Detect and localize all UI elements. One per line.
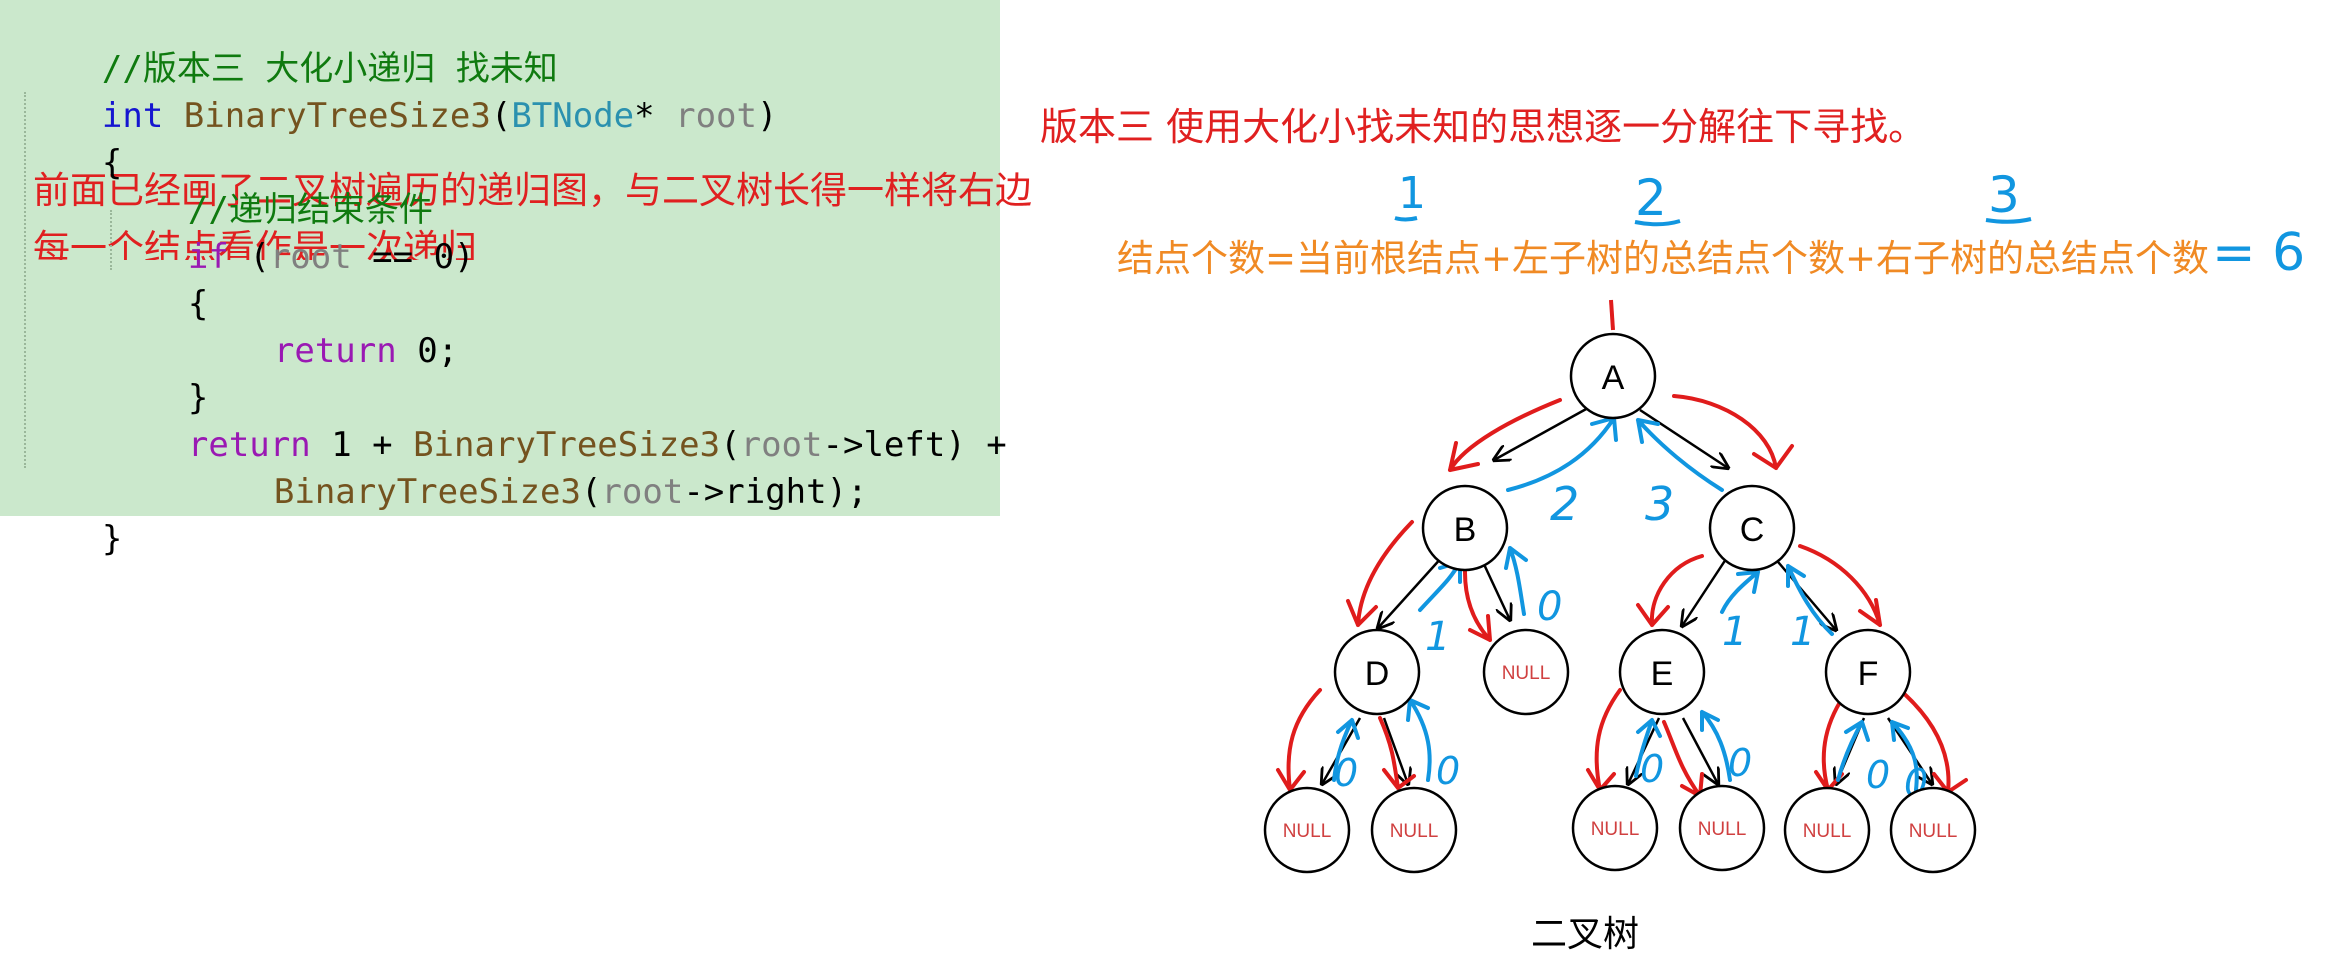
code-brace: } bbox=[101, 519, 123, 559]
tree-caption: 二叉树 bbox=[1531, 914, 1639, 955]
node-a: A bbox=[1602, 359, 1625, 397]
code-comment: //版本三 大化小递归 找未知 bbox=[101, 49, 558, 89]
formula-result: = 6 bbox=[2212, 223, 2305, 283]
tree-node-labels: A B C D E F NULL NULL NULL NULL NULL NUL… bbox=[1283, 359, 1958, 842]
return-arrows bbox=[1332, 416, 1919, 792]
code-brace: } bbox=[187, 378, 209, 418]
return-d-right: 0 bbox=[1436, 749, 1460, 793]
code-line-1: //版本三 大化小递归 找未知 bbox=[20, 0, 558, 89]
code-expr: 0; bbox=[396, 331, 459, 371]
return-value-labels: 2 3 1 0 1 1 0 0 0 0 0 0 bbox=[1334, 477, 1928, 805]
code-keyword: if bbox=[187, 237, 229, 277]
code-expr: 1 + bbox=[310, 425, 414, 465]
code-expr: ->right); bbox=[683, 472, 868, 512]
formula-underline-strokes bbox=[1394, 216, 2032, 227]
code-punct: ( bbox=[580, 472, 602, 512]
code-brace: { bbox=[101, 143, 123, 183]
entry-call-stroke bbox=[1609, 299, 1615, 331]
code-line-5: if (root == 0) bbox=[106, 188, 475, 277]
indent-guide bbox=[24, 92, 26, 468]
code-punct: ( bbox=[490, 96, 512, 136]
formula-text: 结点个数=当前根结点+左子树的总结点个数+右子树的总结点个数 bbox=[1117, 237, 2210, 280]
return-d-to-b: 1 bbox=[1425, 614, 1450, 660]
node-null-e-left: NULL bbox=[1591, 819, 1640, 840]
return-b-to-a: 2 bbox=[1550, 477, 1579, 531]
code-line-7: return 0; bbox=[192, 282, 458, 371]
code-keyword: return bbox=[187, 425, 311, 465]
code-line-4: //递归结束条件 bbox=[106, 141, 433, 230]
node-c: C bbox=[1740, 511, 1765, 549]
code-line-9: return 1 + BinaryTreeSize3(root->left) + bbox=[106, 376, 1007, 465]
tree-node-circles bbox=[1263, 332, 1977, 874]
code-block: //版本三 大化小递归 找未知 int BinaryTreeSize3(BTNo… bbox=[0, 0, 1007, 559]
tree-edges bbox=[1322, 406, 1932, 784]
code-punct: ) bbox=[757, 96, 778, 136]
node-e: E bbox=[1651, 655, 1674, 693]
node-null-e-right: NULL bbox=[1698, 819, 1747, 840]
node-null-f-right: NULL bbox=[1909, 821, 1958, 842]
code-line-10: BinaryTreeSize3(root->right); bbox=[192, 423, 868, 512]
code-function: BinaryTreeSize3 bbox=[413, 425, 721, 465]
formula-step-3: 3 bbox=[1988, 166, 2020, 224]
intro-line-1: 前面已经画了二叉树遍历的递归图，与二叉树长得一样将右边 bbox=[33, 169, 1032, 212]
code-line-11: } bbox=[20, 470, 122, 559]
code-function: BinaryTreeSize3 bbox=[183, 96, 491, 136]
code-line-6: { bbox=[106, 235, 208, 324]
node-null-b: NULL bbox=[1502, 663, 1551, 684]
call-arrows bbox=[1276, 394, 1968, 798]
code-line-2: int BinaryTreeSize3(BTNode* root) bbox=[20, 47, 778, 136]
return-e-right: 0 bbox=[1728, 741, 1752, 785]
code-comment: //递归结束条件 bbox=[187, 190, 433, 230]
node-b: B bbox=[1454, 511, 1477, 549]
code-line-3: { bbox=[20, 94, 122, 183]
code-keyword: int bbox=[101, 96, 164, 136]
return-f-to-c: 1 bbox=[1790, 609, 1815, 655]
indent-guide bbox=[110, 210, 112, 270]
page-title: 版本三 使用大化小找未知的思想逐一分解往下寻找。 bbox=[1040, 105, 1927, 149]
return-c-to-a: 3 bbox=[1645, 477, 1674, 531]
node-null-d-left: NULL bbox=[1283, 821, 1332, 842]
return-null-to-b: 0 bbox=[1537, 584, 1562, 630]
node-f: F bbox=[1858, 655, 1879, 693]
code-param: root bbox=[269, 237, 352, 277]
code-type: BTNode bbox=[511, 96, 635, 136]
code-param: root bbox=[601, 472, 684, 512]
code-function: BinaryTreeSize3 bbox=[273, 472, 581, 512]
code-param: root bbox=[740, 425, 823, 465]
return-e-left: 0 bbox=[1640, 747, 1664, 791]
code-brace: { bbox=[187, 284, 209, 324]
code-param: root bbox=[675, 96, 757, 136]
node-d: D bbox=[1365, 655, 1390, 693]
code-keyword: return bbox=[273, 331, 397, 371]
return-f-left: 0 bbox=[1866, 753, 1890, 797]
code-punct: * bbox=[634, 96, 676, 136]
code-line-8: } bbox=[106, 329, 208, 418]
code-punct: ( bbox=[228, 237, 270, 277]
node-null-f-left: NULL bbox=[1803, 821, 1852, 842]
code-punct: ( bbox=[720, 425, 741, 465]
return-e-to-c: 1 bbox=[1722, 609, 1747, 655]
code-expr: ->left) + bbox=[822, 425, 1007, 465]
node-null-d-right: NULL bbox=[1390, 821, 1439, 842]
return-d-left: 0 bbox=[1334, 751, 1358, 795]
code-expr: == 0) bbox=[351, 237, 475, 277]
formula-step-2: 2 bbox=[1635, 169, 1667, 227]
intro-line-2: 每一个结点看作是一次递归 bbox=[33, 227, 477, 260]
formula-step-1: 1 bbox=[1398, 168, 1426, 219]
